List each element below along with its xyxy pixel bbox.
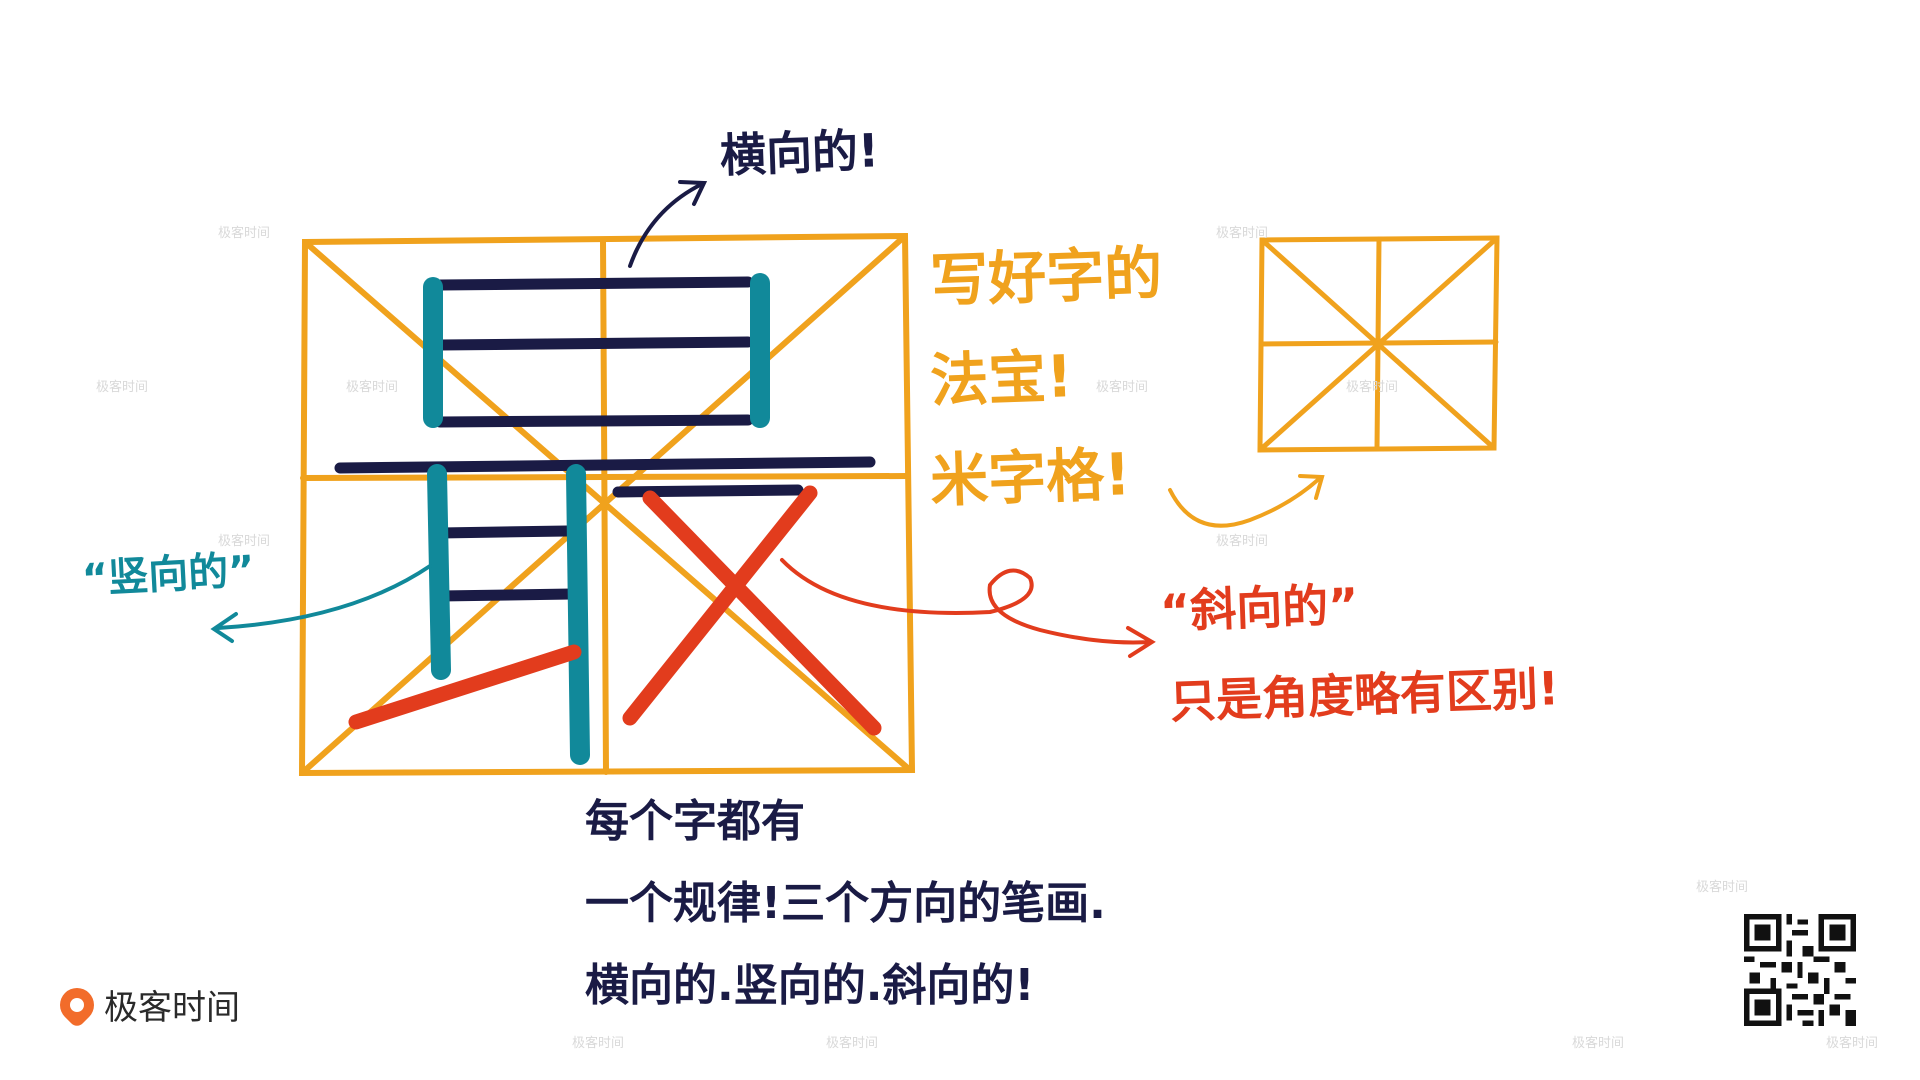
brand-name: 极客时间 [104, 989, 240, 1027]
slanted-strokes [348, 485, 882, 736]
watermark: 极客时间 [1216, 533, 1269, 548]
watermark: 极客时间 [1696, 879, 1749, 894]
watermark: 极客时间 [96, 379, 149, 394]
orange-note-line: 写好字的 [929, 238, 1164, 316]
watermark: 极客时间 [826, 1035, 879, 1050]
watermark: 极客时间 [1826, 1035, 1879, 1050]
label-vertical: “竖向的” [80, 547, 256, 603]
bottom-note-line: 每个字都有 [585, 796, 805, 847]
bottom-note-line: 一个规律!三个方向的笔画. [585, 878, 1106, 929]
brand: 极客时间 [52, 980, 240, 1029]
arrow-to-slant-label [780, 558, 1156, 658]
orange-note-line: 法宝! [929, 342, 1074, 416]
small-mizige-grid [1257, 235, 1500, 453]
arrow-to-small-grid [1168, 474, 1325, 528]
watermark: 极客时间 [346, 379, 399, 394]
arrow-to-horizontal-label [628, 180, 708, 268]
arrow-to-vertical-label [210, 564, 432, 643]
vertical-strokes [423, 273, 770, 765]
watermark: 极客时间 [572, 1035, 625, 1050]
watermark: 极客时间 [1346, 379, 1399, 394]
label-slant-title: “斜向的” [1159, 577, 1360, 639]
watermark: 极客时间 [218, 225, 271, 240]
orange-note-line: 米字格! [929, 440, 1132, 516]
label-horizontal: 横向的! [719, 123, 880, 183]
watermark: 极客时间 [1216, 225, 1269, 240]
large-mizige-grid [298, 232, 916, 777]
watermark: 极客时间 [1096, 379, 1149, 394]
geektime-logo-icon [52, 980, 102, 1029]
qr-code-icon [1744, 914, 1856, 1026]
bottom-note-line: 横向的.竖向的.斜向的! [585, 960, 1035, 1011]
watermark: 极客时间 [1572, 1035, 1625, 1050]
label-slant-note: 只是角度略有区别! [1169, 661, 1560, 729]
watermark: 极客时间 [218, 533, 271, 548]
bottom-notes: 每个字都有 一个规律!三个方向的笔画. 横向的.竖向的.斜向的! [585, 785, 1106, 1031]
